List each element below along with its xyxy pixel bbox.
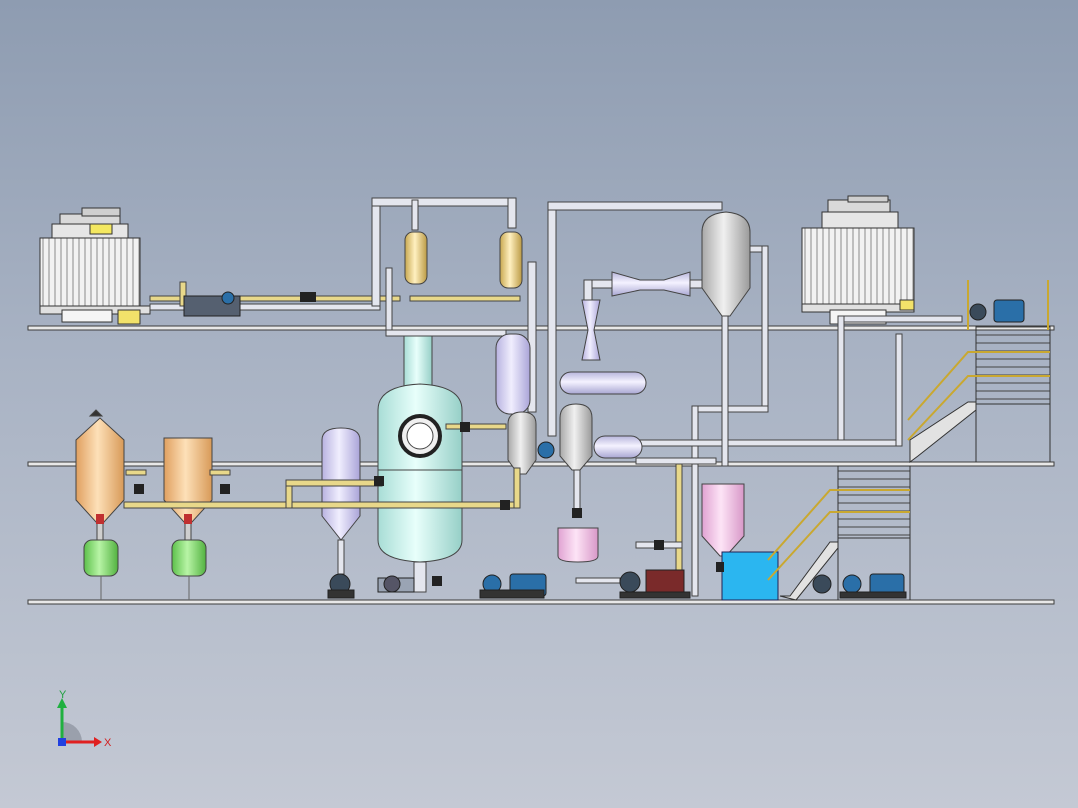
green-receivers[interactable] bbox=[83, 539, 207, 600]
ground-floor-beam bbox=[27, 599, 1055, 605]
pump-4 bbox=[619, 569, 691, 599]
valve bbox=[572, 508, 582, 518]
top-condensers[interactable] bbox=[404, 231, 523, 289]
cooling-tower-left[interactable] bbox=[39, 207, 151, 325]
valve bbox=[374, 476, 384, 486]
pump-3 bbox=[479, 573, 547, 599]
cooling-tower-right[interactable] bbox=[801, 195, 915, 325]
valve bbox=[716, 562, 724, 572]
pump-8 bbox=[537, 441, 555, 459]
valve bbox=[500, 500, 510, 510]
vent-cap bbox=[88, 409, 104, 417]
pump-6 bbox=[969, 299, 1025, 323]
feed-tank-1[interactable] bbox=[75, 409, 125, 543]
valve bbox=[654, 540, 664, 550]
handrails bbox=[767, 280, 1050, 581]
lavender-separator[interactable] bbox=[495, 333, 647, 459]
x-axis-label: X bbox=[104, 737, 112, 749]
pink-tanks[interactable] bbox=[557, 483, 745, 563]
valve bbox=[184, 514, 192, 524]
pump-1 bbox=[327, 573, 355, 599]
middle-platform-beam bbox=[27, 461, 1055, 467]
valve bbox=[300, 292, 316, 302]
valve bbox=[96, 514, 104, 524]
pump-5 bbox=[812, 573, 907, 599]
valve bbox=[134, 484, 144, 494]
grey-cyclone-vessel[interactable] bbox=[701, 211, 751, 467]
feed-tank-2[interactable] bbox=[163, 437, 213, 543]
axis-triad: Y X bbox=[57, 689, 112, 749]
pumps[interactable] bbox=[183, 291, 1025, 599]
valve bbox=[432, 576, 442, 586]
pump-2 bbox=[377, 575, 415, 593]
ejector[interactable] bbox=[581, 271, 691, 361]
middle-pipework bbox=[123, 423, 717, 584]
z-axis-marker bbox=[58, 738, 66, 746]
y-axis-label: Y bbox=[59, 689, 67, 701]
main-evaporator[interactable] bbox=[377, 335, 463, 593]
pump-7 bbox=[183, 291, 241, 317]
valve bbox=[220, 484, 230, 494]
lavender-column[interactable] bbox=[321, 427, 361, 575]
valve bbox=[460, 422, 470, 432]
upper-platform-beam bbox=[27, 325, 1055, 331]
steel-platform bbox=[779, 325, 1051, 601]
floor-levels bbox=[27, 325, 1055, 605]
valves[interactable] bbox=[96, 292, 724, 586]
